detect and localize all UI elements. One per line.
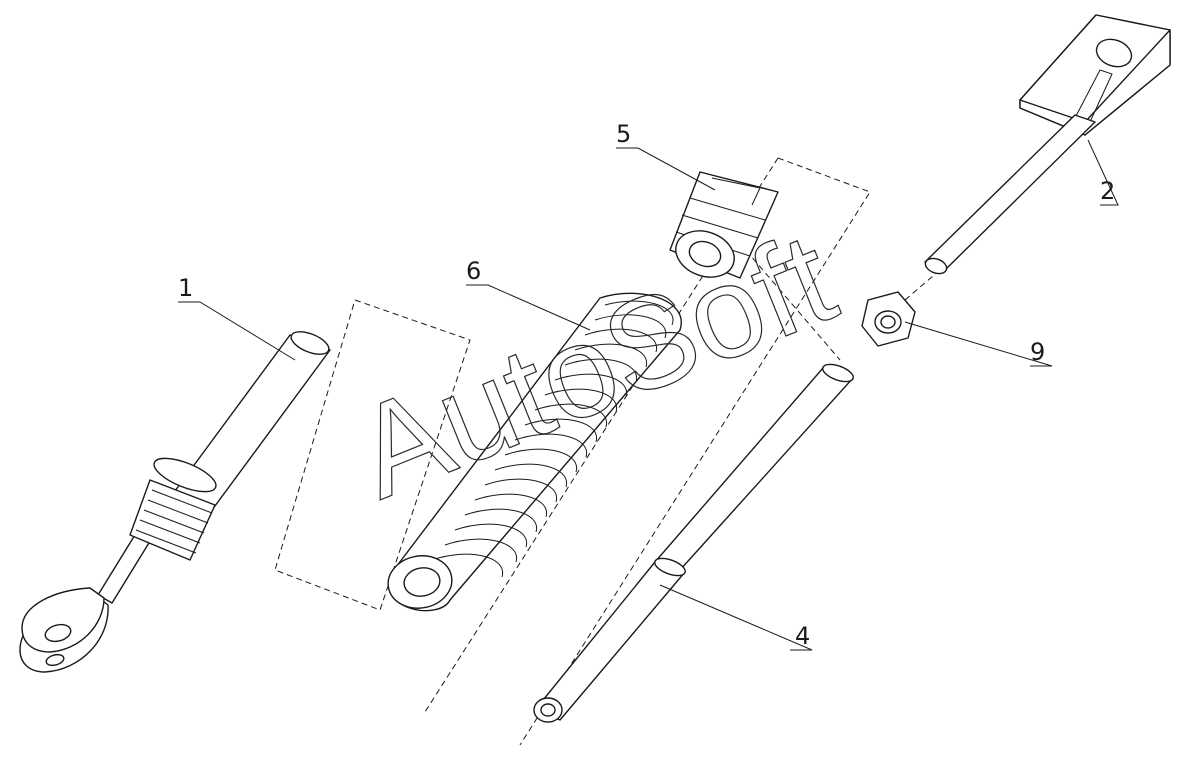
part-2-plate-rod [924, 14, 1171, 275]
part-4-shaft [533, 363, 854, 723]
watermark-text: AutoSoft [336, 204, 853, 526]
callout-leaders [178, 139, 1119, 651]
part-5-bushing [669, 171, 779, 279]
callout-9: 9 [1030, 338, 1045, 366]
part-1-cylinder-clevis [19, 331, 331, 673]
part-6-coil-spring [387, 292, 682, 612]
callout-6: 6 [466, 257, 481, 285]
callout-1: 1 [178, 274, 193, 302]
callout-2: 2 [1100, 177, 1115, 205]
part-9-hex-nut [861, 291, 916, 347]
callout-5: 5 [616, 120, 631, 148]
callout-4: 4 [795, 622, 810, 650]
